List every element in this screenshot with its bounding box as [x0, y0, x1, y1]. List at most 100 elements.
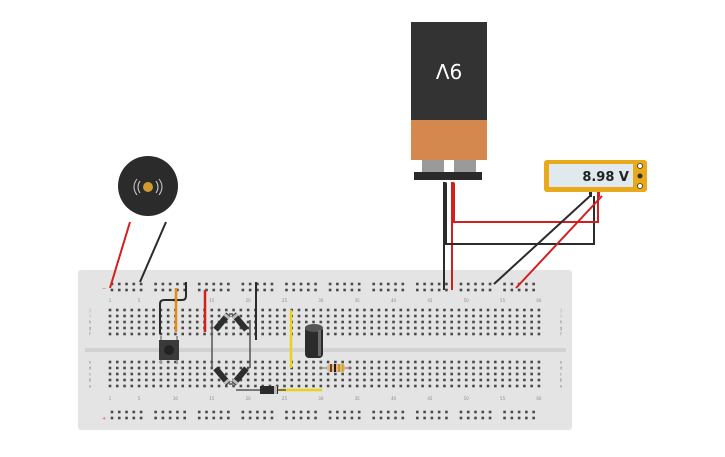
breadboard-hole[interactable]: [348, 308, 352, 312]
breadboard-hole[interactable]: [472, 326, 475, 330]
rail-hole[interactable]: [328, 416, 332, 420]
breadboard-hole[interactable]: [457, 332, 461, 336]
breadboard-hole[interactable]: [508, 366, 512, 370]
breadboard-hole[interactable]: [428, 332, 432, 336]
breadboard-hole[interactable]: [108, 314, 112, 318]
breadboard-hole[interactable]: [443, 378, 446, 382]
rail-hole[interactable]: [299, 410, 303, 414]
breadboard-hole[interactable]: [443, 308, 446, 312]
breadboard-hole[interactable]: [166, 384, 170, 388]
rail-hole[interactable]: [248, 288, 252, 292]
breadboard-hole[interactable]: [515, 332, 519, 336]
breadboard-hole[interactable]: [486, 384, 490, 388]
breadboard-hole[interactable]: [472, 360, 475, 364]
breadboard-hole[interactable]: [246, 366, 250, 370]
breadboard-hole[interactable]: [348, 326, 352, 330]
rail-hole[interactable]: [219, 282, 223, 286]
rail-hole[interactable]: [227, 416, 230, 420]
breadboard-hole[interactable]: [123, 372, 126, 376]
breadboard-hole[interactable]: [464, 308, 468, 312]
breadboard-hole[interactable]: [414, 332, 417, 336]
breadboard-hole[interactable]: [428, 360, 432, 364]
rail-hole[interactable]: [176, 416, 179, 420]
breadboard-hole[interactable]: [283, 372, 286, 376]
meter-to-rail-black[interactable]: [493, 195, 591, 285]
breadboard-hole[interactable]: [494, 332, 497, 336]
breadboard-hole[interactable]: [283, 314, 286, 318]
breadboard-hole[interactable]: [283, 378, 286, 382]
breadboard-hole[interactable]: [108, 378, 112, 382]
breadboard-hole[interactable]: [181, 308, 184, 312]
breadboard-hole[interactable]: [239, 366, 243, 370]
breadboard-hole[interactable]: [334, 360, 337, 364]
rail-hole[interactable]: [306, 410, 310, 414]
rail-hole[interactable]: [125, 416, 128, 420]
breadboard-hole[interactable]: [290, 378, 294, 382]
breadboard-hole[interactable]: [297, 314, 301, 318]
rail-hole[interactable]: [459, 282, 463, 286]
breadboard-hole[interactable]: [137, 378, 141, 382]
rail-hole[interactable]: [510, 410, 514, 414]
breadboard-hole[interactable]: [523, 326, 526, 330]
breadboard-hole[interactable]: [384, 308, 388, 312]
breadboard-hole[interactable]: [123, 332, 126, 336]
breadboard-hole[interactable]: [312, 320, 315, 324]
rail-hole[interactable]: [227, 410, 230, 414]
buzzer-red-lead[interactable]: [109, 221, 131, 289]
breadboard-hole[interactable]: [115, 314, 119, 318]
resistor[interactable]: [320, 364, 352, 372]
breadboard-hole[interactable]: [326, 360, 330, 364]
breadboard-hole[interactable]: [523, 378, 526, 382]
multimeter-port-3[interactable]: [637, 183, 643, 189]
breadboard-hole[interactable]: [443, 332, 446, 336]
breadboard-hole[interactable]: [195, 366, 199, 370]
breadboard-hole[interactable]: [137, 326, 141, 330]
rail-hole[interactable]: [488, 288, 492, 292]
rail-hole[interactable]: [176, 410, 179, 414]
breadboard-hole[interactable]: [472, 372, 475, 376]
breadboard-hole[interactable]: [326, 320, 330, 324]
breadboard-hole[interactable]: [494, 326, 497, 330]
breadboard-hole[interactable]: [464, 360, 468, 364]
rail-hole[interactable]: [285, 416, 288, 420]
breadboard-hole[interactable]: [341, 326, 344, 330]
breadboard-hole[interactable]: [239, 308, 243, 312]
rail-hole[interactable]: [488, 410, 492, 414]
breadboard-hole[interactable]: [326, 372, 330, 376]
breadboard-hole[interactable]: [232, 372, 235, 376]
breadboard-hole[interactable]: [435, 332, 439, 336]
breadboard-hole[interactable]: [515, 326, 519, 330]
breadboard-hole[interactable]: [326, 314, 330, 318]
diode-bridge[interactable]: [211, 312, 251, 386]
breadboard-hole[interactable]: [537, 326, 541, 330]
breadboard-hole[interactable]: [166, 378, 170, 382]
breadboard-hole[interactable]: [152, 366, 155, 370]
breadboard-hole[interactable]: [479, 320, 483, 324]
rail-hole[interactable]: [416, 288, 419, 292]
rail-hole[interactable]: [132, 288, 136, 292]
breadboard-hole[interactable]: [174, 372, 177, 376]
breadboard-hole[interactable]: [123, 308, 126, 312]
rail-hole[interactable]: [139, 416, 143, 420]
rail-hole[interactable]: [357, 288, 361, 292]
breadboard-hole[interactable]: [515, 366, 519, 370]
breadboard-hole[interactable]: [486, 366, 490, 370]
rail-hole[interactable]: [379, 288, 383, 292]
rail-hole[interactable]: [357, 282, 361, 286]
breadboard-hole[interactable]: [537, 384, 541, 388]
breadboard-hole[interactable]: [399, 360, 403, 364]
breadboard-hole[interactable]: [392, 378, 395, 382]
breadboard-hole[interactable]: [283, 360, 286, 364]
breadboard-hole[interactable]: [421, 360, 424, 364]
breadboard-hole[interactable]: [108, 366, 112, 370]
breadboard-hole[interactable]: [464, 372, 468, 376]
rail-hole[interactable]: [343, 410, 346, 414]
rail-hole[interactable]: [466, 416, 470, 420]
rail-hole[interactable]: [197, 282, 201, 286]
breadboard-hole[interactable]: [472, 320, 475, 324]
rail-hole[interactable]: [510, 288, 514, 292]
breadboard-hole[interactable]: [523, 384, 526, 388]
breadboard-hole[interactable]: [377, 314, 381, 318]
capacitor[interactable]: [305, 324, 323, 358]
